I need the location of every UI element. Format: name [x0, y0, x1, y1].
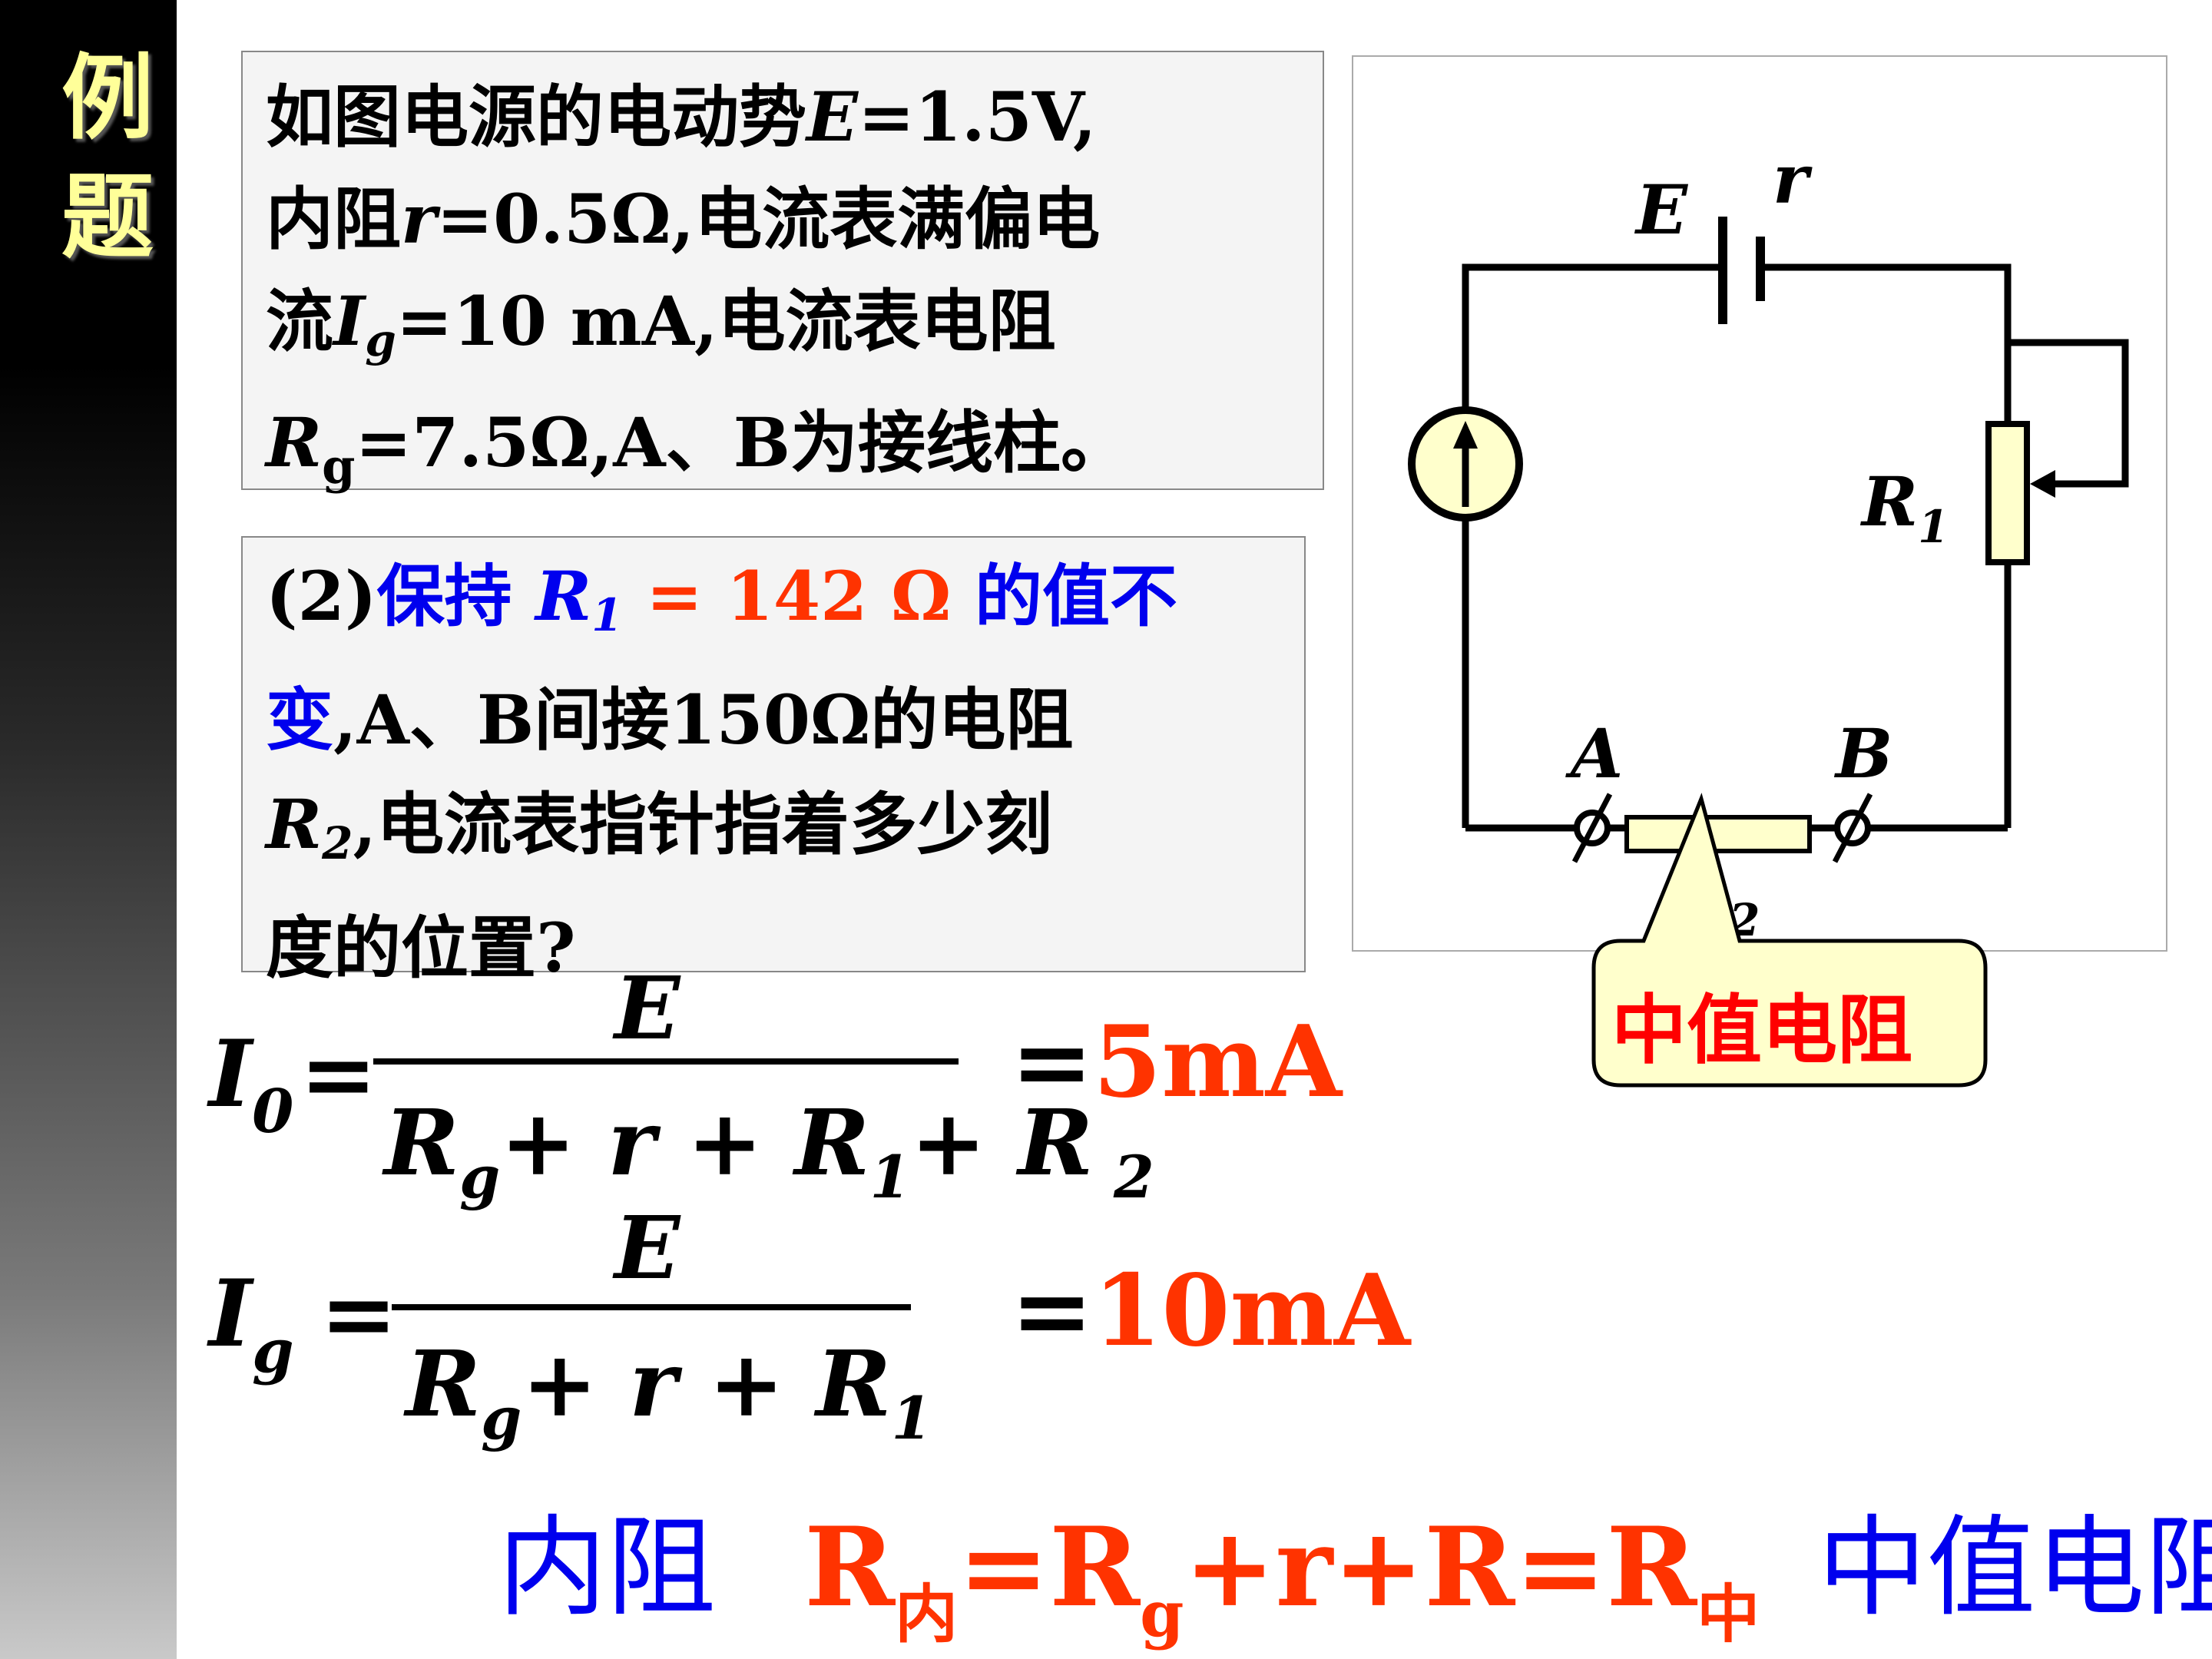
problem-box: 如图电源的电动势E=1.5V, 内阻r=0.5Ω,电流表满偏电 流Ig=10 m…	[241, 51, 1324, 495]
summary-formula: R内=Rg+r+R=R中	[804, 1504, 1760, 1651]
rheostat-r1	[1985, 421, 2030, 565]
problem-line-1: 如图电源的电动势E=1.5V,	[266, 66, 1128, 168]
question-text: (2)保持 R1 = 142 Ω 的值不 变,A、B间接150Ω的电阻 R2,电…	[266, 544, 1177, 1000]
internal-resistance-value: =0.5Ω,电流表满偏电	[436, 179, 1101, 259]
full-scale-current-subscript: g	[365, 314, 396, 366]
terminal-a-icon	[1550, 793, 1613, 863]
question-line2-text: ,A、B间接150Ω的电阻	[333, 680, 1074, 760]
formula1-numerator: E	[614, 959, 680, 1059]
formula2-result: =10mA	[1011, 1253, 1411, 1369]
formula1-result: =5mA	[1011, 1005, 1343, 1120]
internal-resistance-symbol: r	[401, 179, 437, 259]
meter-resistance-symbol: R	[266, 402, 323, 482]
question-number: (2)	[266, 556, 377, 636]
emf-value: =1.5V,	[858, 77, 1097, 157]
formula1-fraction-line	[373, 1058, 959, 1065]
sidebar-char-example: 例	[61, 45, 154, 152]
problem-text: 如图电源的电动势E=1.5V, 内阻r=0.5Ω,电流表满偏电 流Ig=10 m…	[266, 66, 1128, 518]
sidebar: 例 题	[0, 0, 177, 1659]
question-r2-subscript: 2	[322, 817, 353, 869]
question-line-1: (2)保持 R1 = 142 Ω 的值不	[266, 544, 1177, 667]
meter-resistance-subscript: g	[322, 439, 356, 495]
question-line3-text: ,电流表指针指着多少刻	[353, 784, 1053, 864]
callout-text: 中值电阻	[1611, 986, 1913, 1075]
question-line-4: 度的位置?	[266, 908, 576, 988]
question-r1-symbol: R	[535, 556, 592, 636]
question-r2-symbol: R	[266, 784, 323, 864]
problem-line-2: 内阻r=0.5Ω,电流表满偏电	[266, 168, 1128, 270]
full-scale-current-symbol: I	[333, 281, 366, 361]
formula2-numerator: E	[614, 1198, 680, 1299]
problem-line-4: Rg=7.5Ω,A、B为接线柱。	[266, 392, 1128, 518]
question-line-2: 变,A、B间接150Ω的电阻	[266, 667, 1177, 772]
emf-symbol: E	[806, 77, 859, 157]
rheostat-slider-arrow	[2030, 470, 2055, 498]
label-terminal-b: B	[1833, 714, 1892, 793]
meter-resistance-value: =7.5Ω,A、B为接线柱。	[355, 402, 1128, 482]
label-emf: E	[1634, 170, 1689, 250]
problem-line2-text: 内阻	[266, 179, 402, 259]
label-r1: R1	[1859, 462, 1949, 553]
formula1-denominator: Rg+ r + R1+ R 2	[384, 1089, 1154, 1211]
formula2-denominator: Rg+ r + R1	[406, 1330, 932, 1452]
problem-line1-text: 如图电源的电动势	[266, 77, 807, 157]
question-box: (2)保持 R1 = 142 Ω 的值不 变,A、B间接150Ω的电阻 R2,电…	[241, 536, 1306, 988]
terminal-b-icon	[1832, 793, 1882, 863]
resistor-r2	[1624, 815, 1812, 853]
formula1-lhs: I0=	[209, 1020, 377, 1147]
label-terminal-a: A	[1565, 714, 1623, 793]
formula2-fraction-line	[392, 1304, 911, 1310]
question-keep-text: 保持	[376, 556, 536, 636]
circuit-diagram: E r R1 A B R2	[1352, 55, 2167, 952]
callout-bubble	[1591, 793, 1988, 1088]
ammeter-icon	[1408, 406, 1523, 522]
label-internal-resistance-cn: 内阻	[498, 1505, 716, 1631]
circuit-wires	[1462, 263, 2129, 832]
question-r1-value: = 142 Ω	[622, 556, 952, 636]
question-unchanged-end: 变	[266, 680, 334, 760]
problem-line3-text: 流	[266, 281, 334, 361]
formula2-lhs: Ig=	[209, 1260, 398, 1386]
question-r1-subscript: 1	[591, 589, 623, 641]
question-line-3: R2,电流表指针指着多少刻	[266, 772, 1177, 896]
sidebar-char-problem: 题	[61, 164, 154, 271]
bottom-summary: 内阻 R内=Rg+r+R=R中 中值电阻	[498, 1479, 2212, 1654]
problem-line-3: 流Ig=10 mA,电流表电阻	[266, 270, 1128, 392]
label-internal-resistance: r	[1773, 139, 1813, 219]
full-scale-current-value: =10 mA,电流表电阻	[396, 281, 1056, 361]
label-median-resistance: 中值电阻	[1817, 1505, 2212, 1631]
question-unchanged-text: 的值不	[951, 556, 1177, 636]
